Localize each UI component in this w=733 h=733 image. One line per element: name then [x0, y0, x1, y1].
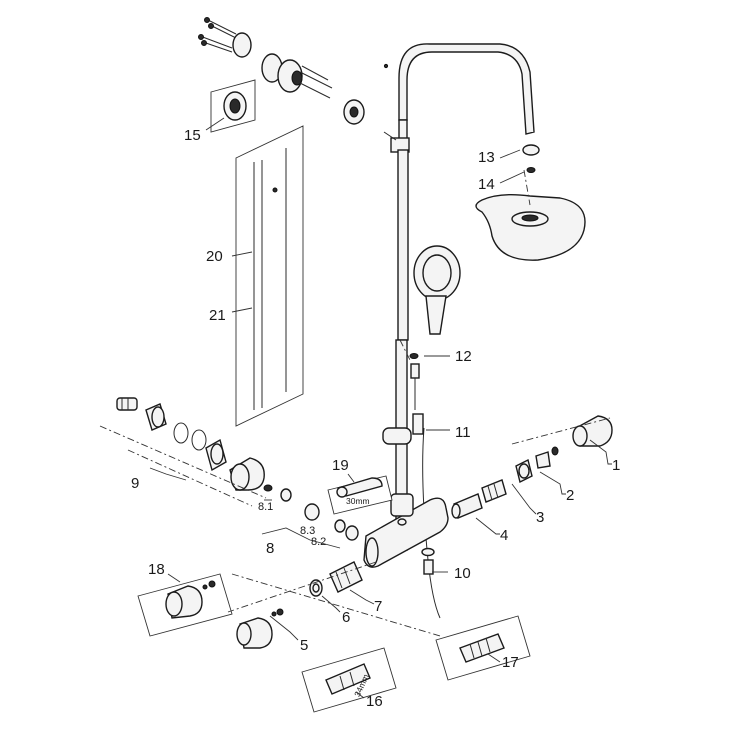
- label-19: 19: [332, 457, 349, 474]
- label-4: 4: [500, 527, 508, 544]
- connection-lines: [227, 169, 611, 613]
- label-20: 20: [206, 248, 223, 265]
- label-16: 16: [366, 693, 383, 710]
- label-2: 2: [566, 487, 574, 504]
- part-16-cartridge: 34mm: [301, 647, 397, 713]
- label-6: 6: [342, 609, 350, 626]
- label-5: 5: [300, 637, 308, 654]
- part-17-cartridge: [435, 615, 531, 681]
- label-8-2: 8.2: [311, 536, 326, 548]
- part-18-handle: [137, 573, 441, 637]
- shower-column: [383, 43, 535, 551]
- wrench-size: 30mm: [346, 496, 370, 506]
- wall-bracket: [232, 32, 365, 125]
- label-1: 1: [612, 457, 620, 474]
- label-3: 3: [536, 509, 544, 526]
- label-12: 12: [455, 348, 472, 365]
- part-6-ring: [309, 579, 341, 613]
- label-8-3: 8.3: [300, 525, 315, 537]
- part-3-nut: [511, 458, 537, 515]
- part-19-wrench: 30mm: [327, 473, 393, 515]
- label-14: 14: [478, 176, 495, 193]
- label-8: 8: [266, 540, 274, 557]
- head-shower: [475, 144, 586, 261]
- thermostat-body: [363, 493, 449, 575]
- label-21: 21: [209, 307, 226, 324]
- hose-and-slider: [382, 353, 450, 619]
- label-18: 18: [148, 561, 165, 578]
- label-8-1: 8.1: [258, 501, 273, 513]
- part-7-cartridge: [329, 561, 375, 605]
- hand-shower: [413, 245, 461, 335]
- label-11: 11: [455, 424, 471, 441]
- label-13: 13: [478, 149, 495, 166]
- rail-inset: [231, 125, 304, 427]
- label-17: 17: [502, 654, 519, 671]
- label-7: 7: [374, 598, 382, 615]
- part-9-fittings: [99, 397, 267, 507]
- label-15: 15: [184, 127, 201, 144]
- part-4-thermo-cartridge: [451, 479, 507, 535]
- part-2-screw: [535, 446, 566, 495]
- label-9: 9: [131, 475, 139, 492]
- part-5-handle: [236, 608, 299, 649]
- part-8-check-valves: [261, 484, 359, 549]
- part-1-handle: [572, 415, 613, 465]
- label-10: 10: [454, 565, 471, 582]
- wall-plate-inset-15: [205, 79, 256, 133]
- wall-mount-screws: [198, 17, 237, 53]
